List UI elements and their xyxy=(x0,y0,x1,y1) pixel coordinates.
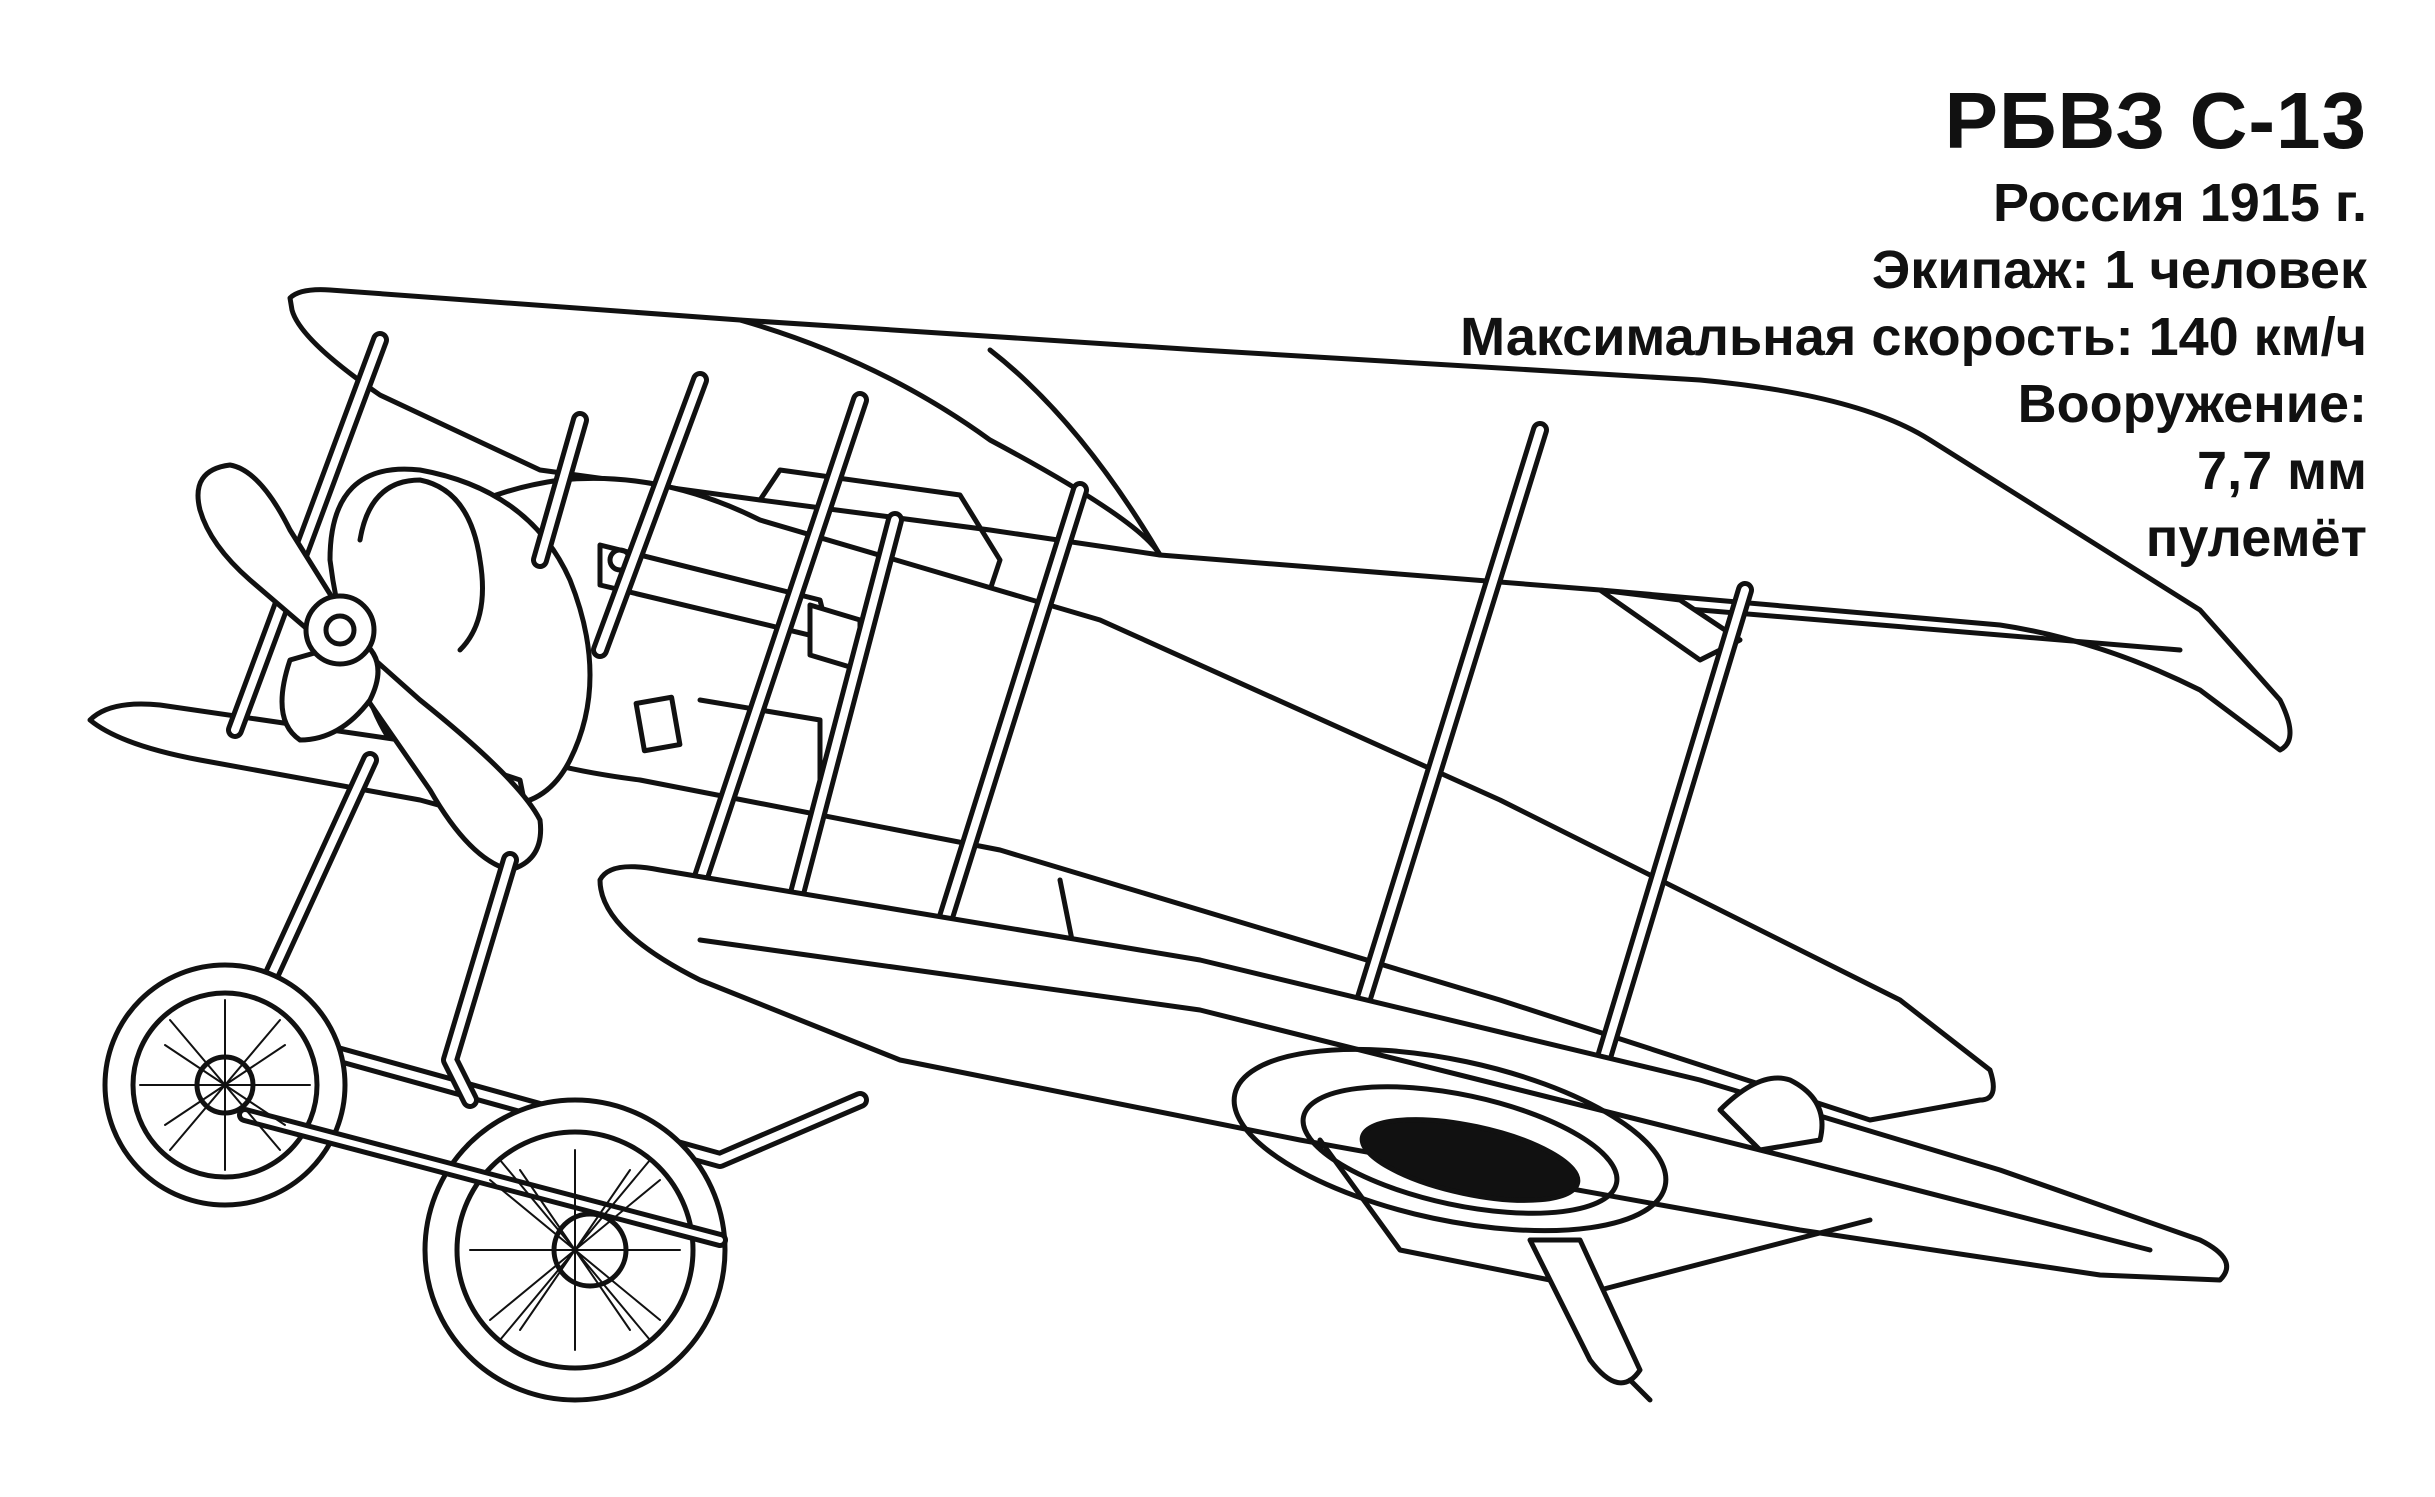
propeller xyxy=(195,462,544,873)
lower-wing xyxy=(597,864,2230,1293)
tail xyxy=(1527,1075,1825,1403)
max-speed-line: Максимальная скорость: 140 км/ч xyxy=(1460,307,2367,367)
upper-wing xyxy=(287,287,2293,753)
crew-line: Экипаж: 1 человек xyxy=(1871,240,2367,300)
origin-line: Россия 1915 г. xyxy=(1993,173,2367,233)
armament-type: пулемёт xyxy=(2145,508,2367,568)
armament-caliber: 7,7 мм xyxy=(2197,441,2367,501)
spec-block: РБВЗ С-13 Россия 1915 г. Экипаж: 1 челов… xyxy=(1167,72,2367,572)
aircraft-title: РБВЗ С-13 xyxy=(1944,76,2367,165)
wheel-spokes xyxy=(139,999,681,1351)
armament-label: Вооружение: xyxy=(2017,374,2367,434)
